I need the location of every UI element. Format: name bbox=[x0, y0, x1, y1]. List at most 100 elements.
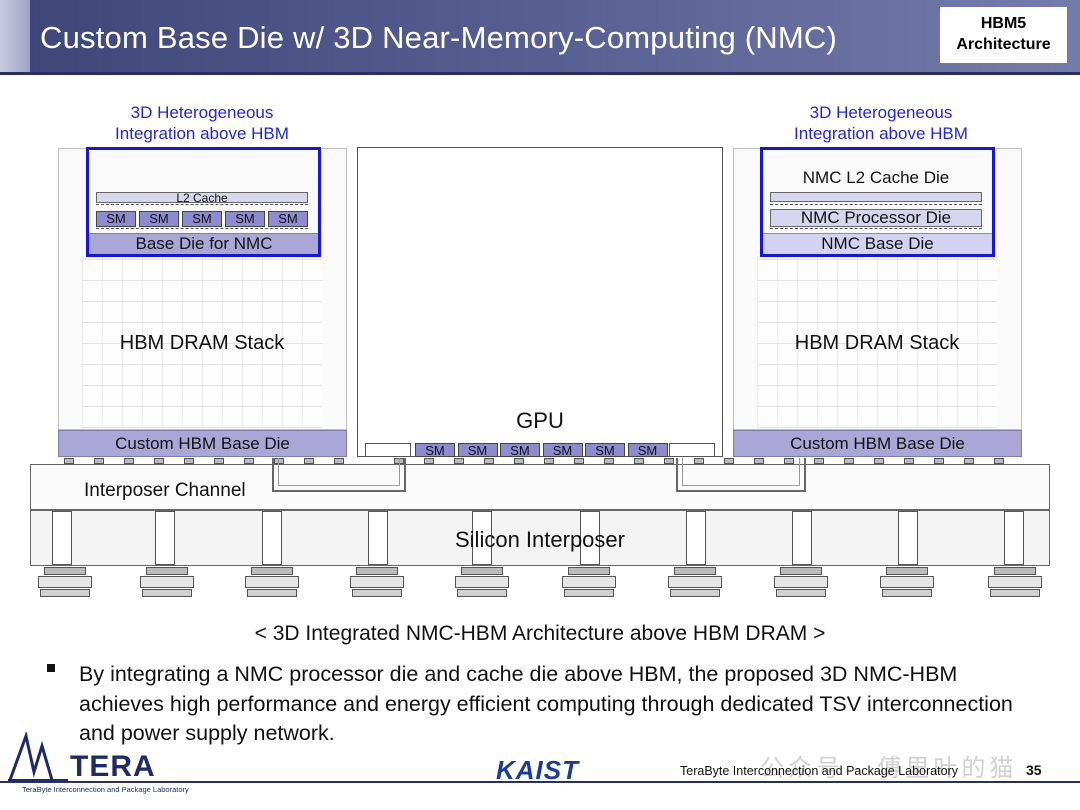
c4-bump-base bbox=[670, 589, 720, 597]
c4-bump-base bbox=[247, 589, 297, 597]
interposer-channel-label: Interposer Channel bbox=[84, 480, 246, 501]
c4-bump-base bbox=[990, 589, 1040, 597]
section-tag-line2: Architecture bbox=[956, 36, 1051, 53]
right-nmc-highlight-frame bbox=[760, 147, 995, 257]
c4-bump bbox=[674, 567, 716, 575]
micro-bump bbox=[754, 458, 764, 464]
gpu-sm-cell: SM bbox=[415, 443, 455, 458]
c4-bump bbox=[994, 567, 1036, 575]
interposer-tsv bbox=[262, 511, 282, 565]
interposer-tsv bbox=[792, 511, 812, 565]
interposer-tsv bbox=[472, 511, 492, 565]
tera-logo-word: TERA bbox=[70, 750, 156, 783]
c4-bump-pad bbox=[455, 576, 509, 588]
left-annotation-line1: 3D Heterogeneous bbox=[130, 103, 274, 122]
section-tag-line1: HBM5 bbox=[980, 15, 1027, 32]
gpu-sm-cell: SM bbox=[500, 443, 540, 458]
right-dram-layers bbox=[757, 256, 997, 428]
micro-bump bbox=[334, 458, 344, 464]
footer-rule bbox=[0, 781, 1080, 783]
micro-bump bbox=[154, 458, 164, 464]
micro-bump bbox=[874, 458, 884, 464]
micro-bump bbox=[574, 458, 584, 464]
c4-bump-pad bbox=[38, 576, 92, 588]
micro-bump bbox=[544, 458, 554, 464]
left-annotation: 3D Heterogeneous Integration above HBM bbox=[92, 102, 312, 144]
gpu-sm-cell: SM bbox=[627, 443, 668, 458]
c4-bump-pad bbox=[668, 576, 722, 588]
micro-bump bbox=[814, 458, 824, 464]
left-base-die-for-nmc: Base Die for NMC bbox=[88, 233, 320, 255]
right-dram-stack-label: HBM DRAM Stack bbox=[794, 332, 960, 354]
page-number: 35 bbox=[1026, 762, 1042, 778]
figure-caption: < 3D Integrated NMC-HBM Architecture abo… bbox=[254, 622, 826, 645]
left-dram-stack-label: HBM DRAM Stack bbox=[119, 332, 285, 354]
header-accent-stripe bbox=[0, 0, 30, 72]
left-sm-cell: SM bbox=[268, 211, 308, 227]
watermark: 公众号 · 傅里叶的猫 bbox=[760, 755, 1018, 782]
silicon-interposer-label: Silicon Interposer bbox=[455, 527, 625, 552]
gpu-phy-right bbox=[669, 443, 715, 457]
micro-bump bbox=[994, 458, 1004, 464]
right-annotation-line2: Integration above HBM bbox=[794, 124, 968, 143]
micro-bump bbox=[514, 458, 524, 464]
bullet-text: By integrating a NMC processor die and c… bbox=[79, 662, 1013, 745]
micro-bump bbox=[244, 458, 254, 464]
c4-bump-base bbox=[776, 589, 826, 597]
tera-logo-subtitle: TeraByte Interconnection and Package Lab… bbox=[22, 785, 189, 794]
c4-bump-pad bbox=[774, 576, 828, 588]
interposer-tsv bbox=[686, 511, 706, 565]
interposer-tsv bbox=[1004, 511, 1024, 565]
interposer-channel-layer bbox=[30, 464, 1050, 510]
left-sm-cell: SM bbox=[225, 211, 265, 227]
micro-bump bbox=[94, 458, 104, 464]
c4-bump bbox=[886, 567, 928, 575]
micro-bump bbox=[304, 458, 314, 464]
micro-bump bbox=[124, 458, 134, 464]
nmc-hbm-diagram: 3D Heterogeneous Integration above HBM 3… bbox=[30, 102, 1050, 597]
micro-bump bbox=[184, 458, 194, 464]
micro-bump bbox=[664, 458, 674, 464]
left-nmc-highlight-frame bbox=[86, 147, 321, 257]
micro-bump bbox=[454, 458, 464, 464]
header-rule bbox=[0, 72, 1080, 75]
micro-bump bbox=[694, 458, 704, 464]
c4-bump-pad bbox=[880, 576, 934, 588]
interposer-tsv bbox=[368, 511, 388, 565]
right-nmc-l2-cache-die: NMC L2 Cache Die bbox=[802, 168, 950, 187]
micro-bump bbox=[484, 458, 494, 464]
right-channel-route bbox=[676, 458, 806, 492]
interposer-tsv bbox=[580, 511, 600, 565]
c4-bump bbox=[780, 567, 822, 575]
bullet-marker bbox=[47, 664, 55, 672]
right-channel-route-inner bbox=[682, 458, 800, 486]
left-l2-cache: L2 Cache bbox=[96, 192, 308, 204]
gpu-sm-cell: SM bbox=[542, 443, 583, 458]
c4-bump-base bbox=[457, 589, 507, 597]
left-sm-cell: SM bbox=[139, 211, 179, 227]
left-annotation-line2: Integration above HBM bbox=[115, 124, 289, 143]
right-custom-hbm-base-die: Custom HBM Base Die bbox=[733, 430, 1022, 457]
gpu-phy-left bbox=[365, 443, 411, 457]
micro-bump bbox=[604, 458, 614, 464]
c4-bump-base bbox=[352, 589, 402, 597]
micro-bump bbox=[934, 458, 944, 464]
c4-bump-pad bbox=[140, 576, 194, 588]
micro-bump bbox=[214, 458, 224, 464]
micro-bump bbox=[634, 458, 644, 464]
tera-logo-icon bbox=[8, 730, 70, 787]
left-custom-hbm-base-die: Custom HBM Base Die bbox=[58, 430, 347, 457]
c4-bump bbox=[356, 567, 398, 575]
gpu-sm-cell: SM bbox=[585, 443, 625, 458]
slide-header: Custom Base Die w/ 3D Near-Memory-Comput… bbox=[0, 0, 1080, 72]
interposer-tsv bbox=[898, 511, 918, 565]
gpu-label: GPU bbox=[516, 408, 564, 433]
right-l2-cache-layer bbox=[770, 192, 982, 202]
c4-bump-pad bbox=[988, 576, 1042, 588]
micro-bump bbox=[904, 458, 914, 464]
left-dram-layers bbox=[82, 256, 322, 428]
right-nmc-processor-die: NMC Processor Die bbox=[770, 209, 982, 227]
c4-bump-base bbox=[564, 589, 614, 597]
c4-bump-base bbox=[40, 589, 90, 597]
c4-bump bbox=[44, 567, 86, 575]
